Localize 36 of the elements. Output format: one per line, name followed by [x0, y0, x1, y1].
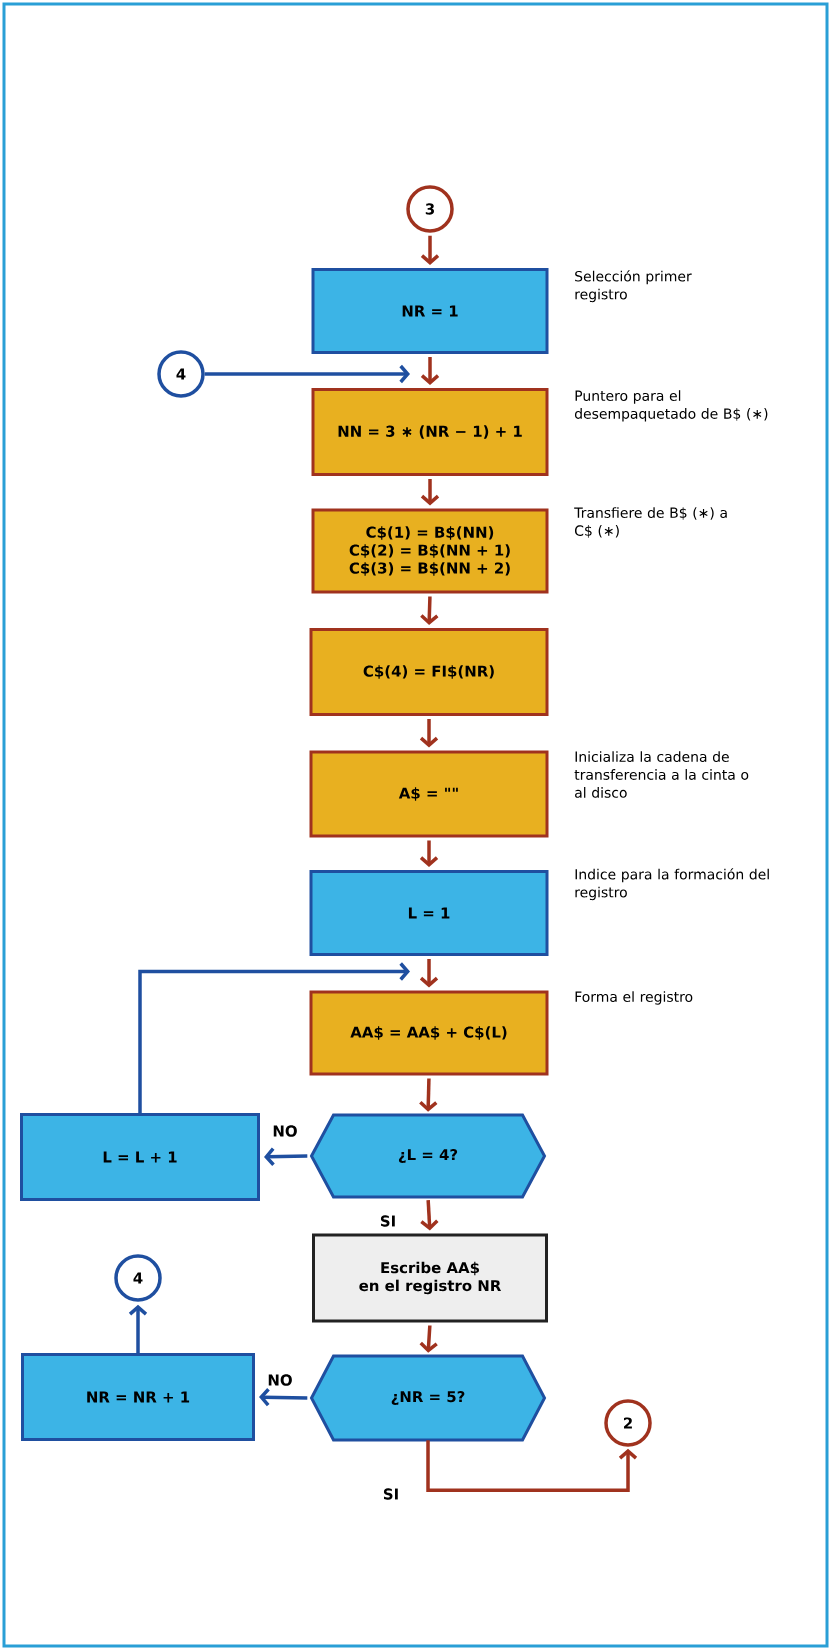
process-box: NR = 1	[311, 268, 549, 354]
process-box: L = 1	[309, 870, 549, 956]
process-box: C$(4) = FI$(NR)	[309, 628, 549, 716]
process-box: NN = 3 ∗ (NR − 1) + 1	[311, 388, 549, 476]
annotation: Selección primer registro	[575, 270, 692, 303]
arrow	[420, 235, 440, 265]
process-box: C$(1) = B$(NN) C$(2) = B$(NN + 1) C$(3) = B$(NN + 2)	[311, 508, 549, 594]
arrow	[420, 1200, 439, 1231]
arrow	[419, 959, 439, 988]
process-box: L = L + 1	[20, 1113, 260, 1201]
arrow	[259, 1388, 308, 1407]
arrow	[264, 1147, 308, 1166]
arrow	[426, 1440, 638, 1492]
edge-label: NO	[271, 1124, 299, 1138]
arrow	[420, 596, 439, 625]
arrow	[420, 357, 440, 385]
annotation: Indice para la formación del registro	[575, 868, 769, 901]
edge-label: NO	[266, 1373, 294, 1387]
annotation: Inicializa la cadena de transferencia a la cinta o al disco	[574, 751, 749, 798]
arrow	[128, 1304, 148, 1353]
arrow	[138, 962, 410, 1113]
arrow	[419, 1325, 438, 1353]
process-box: AA$ = AA$ + C$(L)	[309, 990, 549, 1076]
annotation: Puntero para el desempaquetado de B$ (∗)	[574, 390, 768, 422]
arrow	[419, 719, 439, 748]
edge-label: SI	[381, 1487, 401, 1501]
arrow	[420, 479, 440, 506]
edge-label: SI	[378, 1214, 398, 1228]
annotation: Transfiere de B$ (∗) a C$ (∗)	[574, 507, 727, 538]
arrow	[419, 840, 439, 867]
arrow	[204, 364, 410, 384]
process-box: A$ = ""	[309, 750, 549, 838]
process-box: NR = NR + 1	[21, 1353, 255, 1441]
arrow	[419, 1078, 438, 1112]
annotation: Forma el registro	[575, 991, 693, 1005]
output-box: Escribe AA$ en el registro NR	[312, 1233, 548, 1323]
